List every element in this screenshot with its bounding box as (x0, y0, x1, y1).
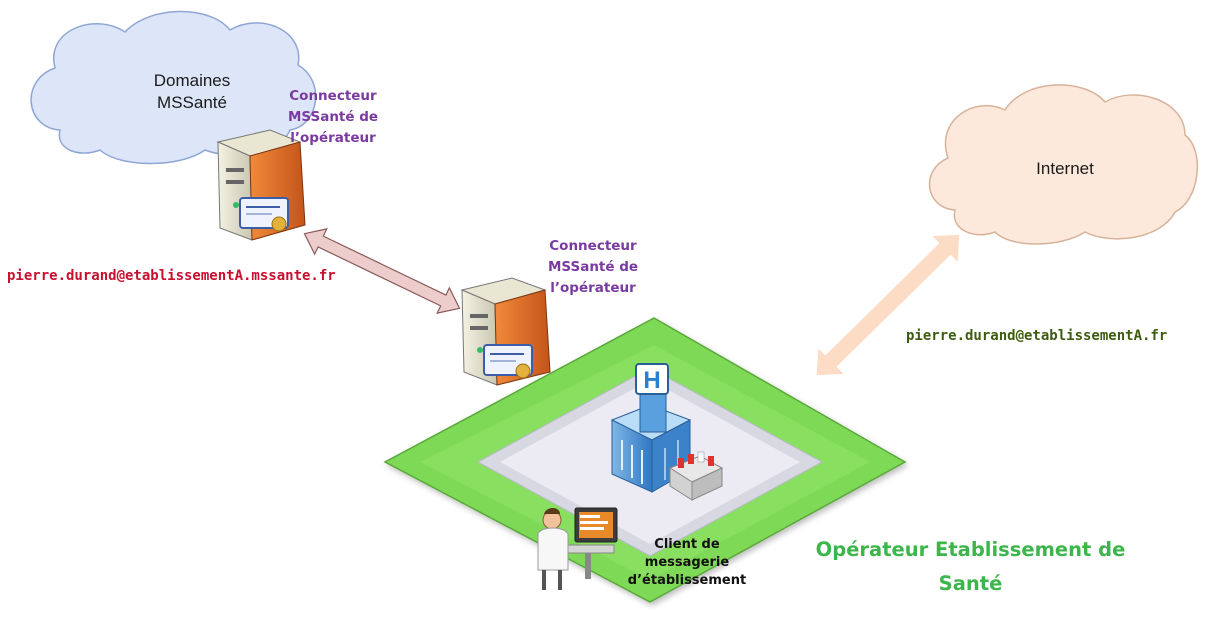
mssante-link-arrow (303, 228, 461, 314)
mssante-cloud-line2: MSSanté (157, 93, 227, 112)
connector-mid-line2: MSSanté de (547, 259, 639, 275)
connector-top-line1: Connecteur (289, 88, 377, 104)
operator-line1: Opérateur Etablissement de (815, 538, 1126, 561)
connector-mid-line3: l’opérateur (550, 280, 636, 296)
mail-tray-icon (668, 451, 724, 501)
client-line1: Client de (654, 537, 720, 552)
connector-top-line3: l’opérateur (290, 130, 376, 146)
client-label: Client de messagerie d’établissement (622, 536, 752, 590)
connector-mid-label: Connecteur MSSanté de l’opérateur (538, 236, 648, 299)
mssante-cloud-icon (30, 10, 317, 165)
connector-mid-line1: Connecteur (549, 238, 637, 254)
certificate-icon (483, 344, 533, 379)
mssante-email: pierre.durand@etablissementA.mssante.fr (7, 268, 336, 284)
client-line3: d’établissement (627, 573, 747, 588)
mssante-cloud-line1: Domaines (153, 71, 231, 90)
svg-text:H: H (643, 367, 660, 394)
internet-link-arrow (816, 234, 960, 376)
connector-top-line2: MSSanté de (287, 109, 379, 125)
connector-top-label: Connecteur MSSanté de l’opérateur (278, 86, 388, 149)
internet-cloud-label: Internet (1036, 159, 1094, 178)
mssante-cloud-label: Domaines MSSanté (142, 70, 242, 114)
hospital-building-icon: H (610, 363, 692, 493)
operator-title: Opérateur Etablissement de Santé (798, 533, 1143, 601)
internet-email: pierre.durand@etablissementA.fr (906, 328, 1168, 344)
certificate-icon (239, 197, 289, 232)
client-line2: messagerie (644, 555, 730, 570)
doctor-at-computer-icon (537, 507, 618, 590)
internet-cloud-icon (928, 84, 1198, 245)
operator-line2: Santé (938, 572, 1003, 595)
